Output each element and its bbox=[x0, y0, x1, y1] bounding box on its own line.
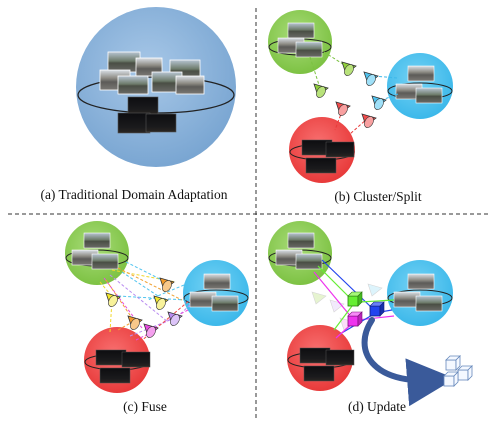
photo-city bbox=[135, 57, 163, 77]
photo-day bbox=[287, 22, 315, 39]
photo-night bbox=[99, 367, 131, 384]
photo-night bbox=[145, 113, 177, 133]
cube-icon bbox=[369, 301, 385, 317]
prototype-cone-icon bbox=[105, 292, 121, 307]
prototype-cone-icon bbox=[153, 295, 169, 310]
photo-night bbox=[325, 349, 355, 366]
photo-city bbox=[175, 75, 205, 95]
photo-night bbox=[305, 157, 337, 174]
prototype-cone-icon bbox=[159, 277, 175, 292]
caption-update: (d) Update bbox=[347, 399, 407, 414]
photo-night bbox=[299, 347, 331, 364]
prototype-cone-icon bbox=[143, 323, 159, 338]
panel-dividers bbox=[8, 8, 488, 420]
photo-day bbox=[295, 253, 323, 270]
prototype-cone-icon bbox=[371, 95, 387, 110]
photo-day bbox=[107, 51, 141, 73]
photo-night bbox=[121, 351, 151, 368]
curved-arrow-icon bbox=[361, 317, 456, 407]
photo-day bbox=[415, 87, 443, 104]
photo-night bbox=[127, 96, 159, 115]
photo-day bbox=[415, 295, 443, 312]
photo-night bbox=[303, 365, 335, 382]
cube-icon bbox=[347, 291, 363, 307]
caption-fuse: (c) Fuse bbox=[123, 399, 167, 414]
panel-c bbox=[65, 221, 249, 393]
prototype-cone-icon bbox=[313, 83, 329, 98]
caption-cluster-split: (b) Cluster/Split bbox=[334, 189, 422, 204]
prototype-cone-icon bbox=[361, 113, 377, 128]
prototype-cone-icon bbox=[341, 61, 357, 76]
panel-b bbox=[268, 10, 453, 183]
panel-d bbox=[268, 221, 473, 407]
prototype-cone-icon bbox=[335, 101, 351, 116]
photo-city bbox=[407, 273, 435, 290]
photo-city bbox=[203, 273, 231, 290]
image-cluster bbox=[99, 51, 205, 134]
caption-traditional-domain-adaptation: (a) Traditional Domain Adaptation bbox=[40, 187, 228, 202]
photo-city bbox=[407, 65, 435, 82]
prototype-cone-icon bbox=[127, 315, 143, 330]
photo-day bbox=[117, 75, 149, 95]
prototype-cone-icon bbox=[167, 311, 183, 326]
cube-stack-icon bbox=[443, 355, 473, 387]
photo-night bbox=[95, 349, 127, 366]
cube-icon bbox=[347, 311, 363, 327]
panel-a bbox=[76, 7, 236, 167]
prototype-cone-icon bbox=[363, 71, 379, 86]
photo-day bbox=[83, 232, 111, 249]
photo-day bbox=[295, 41, 323, 58]
photo-night bbox=[117, 112, 151, 134]
photo-night bbox=[325, 141, 355, 158]
photo-day bbox=[287, 232, 315, 249]
photo-day bbox=[91, 253, 119, 270]
photo-day bbox=[211, 295, 239, 312]
